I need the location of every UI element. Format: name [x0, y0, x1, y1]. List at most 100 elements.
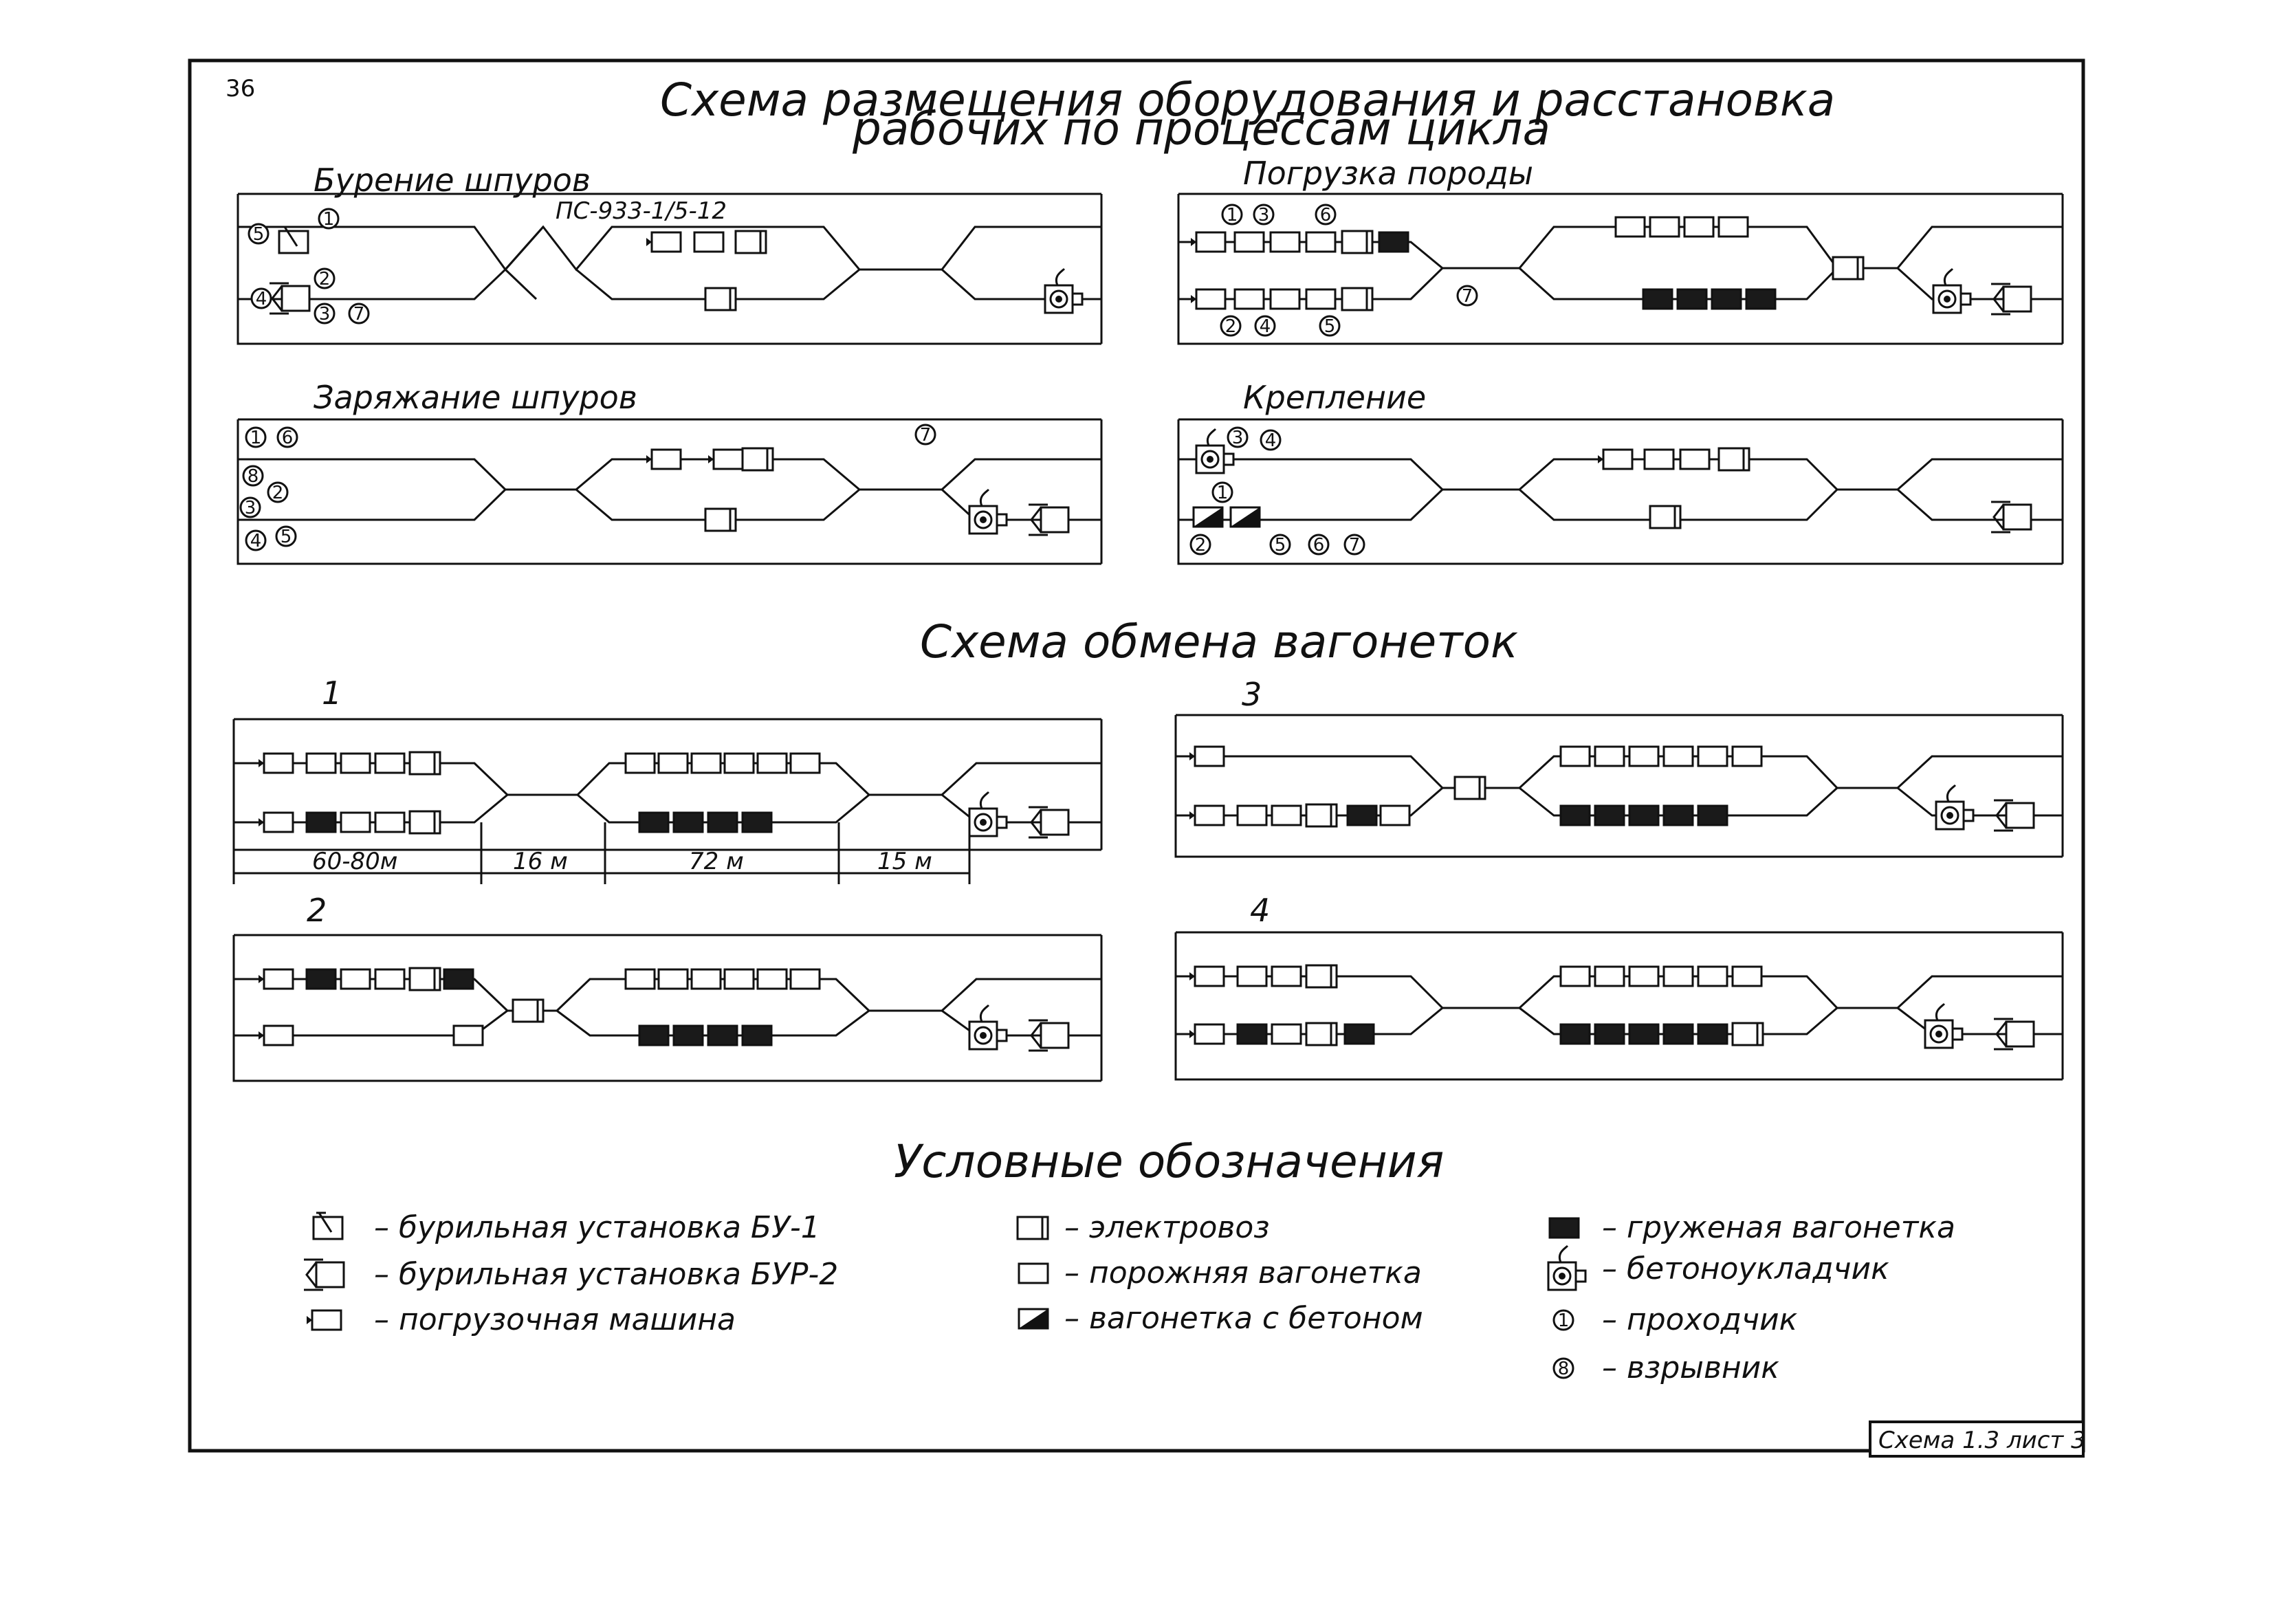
svg-text:6: 6 [1313, 535, 1325, 556]
worker-marker: 1 [318, 208, 340, 230]
panel-loading: Погрузка породы [1177, 155, 2064, 345]
worker-marker: 7 [1343, 534, 1365, 556]
svg-text:4: 4 [1260, 316, 1271, 337]
worker-marker: 4 [250, 287, 272, 309]
exchange-label-3: 3 [1242, 676, 1262, 713]
locomotive-icon [1016, 1216, 1049, 1240]
svg-text:2: 2 [272, 483, 284, 503]
svg-text:4: 4 [1265, 430, 1277, 451]
worker-marker: 3 [1227, 426, 1249, 448]
worker-marker: 2 [267, 481, 289, 503]
svg-text:2: 2 [1195, 535, 1207, 556]
dimension-label: 16 м [513, 848, 568, 875]
legend-item-loaded: – груженая вагонетка [1548, 1210, 1955, 1245]
bu1-icon [312, 1211, 344, 1240]
svg-text:1: 1 [250, 428, 262, 448]
worker-marker: 7 [348, 303, 370, 325]
main-title-line1: Схема размещения оборудования и расстано… [660, 74, 1835, 127]
main-title-line2: рабочих по процессам цикла [852, 102, 1550, 155]
legend-item-placer: – бетоноукладчик [1547, 1244, 1889, 1291]
legend-label: – погрузочная машина [374, 1302, 736, 1337]
worker-marker: 4 [245, 529, 267, 551]
worker-marker: 1 [1211, 481, 1233, 503]
worker-marker: 3 [239, 496, 261, 518]
svg-text:1: 1 [1217, 483, 1229, 503]
svg-text:3: 3 [319, 304, 331, 325]
svg-text:3: 3 [1232, 428, 1244, 448]
sheet-stamp: Схема 1.3 лист 3 [1869, 1420, 2086, 1458]
legend-item-loco: – электровоз [1016, 1210, 1270, 1245]
worker-marker: 6 [1308, 534, 1330, 556]
legend-label: – электровоз [1064, 1210, 1270, 1245]
panel-support: Крепление [1177, 379, 2064, 565]
worker-marker: 5 [1319, 315, 1341, 337]
exchange-label-4: 4 [1250, 892, 1270, 929]
loader-icon [305, 1309, 342, 1331]
svg-text:5: 5 [1275, 535, 1286, 556]
worker-marker: 1 [1221, 204, 1243, 226]
worker-marker: 2 [1189, 534, 1211, 556]
exchange-label-2: 2 [307, 892, 327, 929]
bur2-icon [303, 1258, 345, 1291]
svg-text:5: 5 [1324, 316, 1336, 337]
worker-marker: 4 [1260, 429, 1282, 451]
svg-text:7: 7 [1462, 286, 1473, 307]
worker-marker: 3 [314, 303, 336, 325]
worker-marker: 5 [275, 525, 297, 547]
legend-label: – взрывник [1602, 1350, 1779, 1385]
worker-marker: 6 [276, 426, 298, 448]
svg-text:6: 6 [1320, 205, 1332, 226]
svg-text:7: 7 [920, 425, 932, 446]
svg-text:6: 6 [282, 428, 294, 448]
legend-item-blaster: 8 – взрывник [1552, 1350, 1779, 1385]
exchange-diagram-2: 2 [232, 892, 1103, 1082]
svg-text:1: 1 [1227, 205, 1238, 226]
legend-label: – проходчик [1602, 1302, 1798, 1337]
svg-text:2: 2 [319, 269, 331, 289]
legend-item-bur2: – бурильная установка БУР-2 [303, 1257, 838, 1292]
svg-text:8: 8 [248, 466, 259, 487]
legend-label: – бетоноукладчик [1602, 1251, 1889, 1286]
section-title-drilling: Бурение шпуров [314, 162, 591, 199]
worker-marker: 4 [1254, 315, 1276, 337]
page-number: 36 [226, 75, 255, 102]
exchange-diagram-3: 3 [1174, 676, 2064, 858]
worker-marker: 7 [914, 424, 936, 446]
drill-model-label: ПС-933-1/5-12 [556, 197, 727, 225]
worker-marker: 8 [242, 465, 264, 487]
legend-label: – порожняя вагонетка [1064, 1255, 1422, 1291]
svg-text:1: 1 [1558, 1310, 1570, 1331]
empty-car-icon [1018, 1262, 1049, 1284]
worker-marker: 7 [1456, 285, 1478, 307]
legend-item-miner: 1 – проходчик [1552, 1302, 1798, 1337]
exchange-label-1: 1 [322, 674, 342, 712]
svg-text:2: 2 [1225, 316, 1237, 337]
legend-label: – вагонетка с бетоном [1064, 1301, 1423, 1336]
legend-item-empty: – порожняя вагонетка [1018, 1255, 1422, 1291]
legend-label: – бурильная установка БУ-1 [374, 1210, 820, 1245]
miner-icon [1552, 1309, 1574, 1331]
section-title-charging: Заряжание шпуров [314, 379, 637, 416]
legend-label: – бурильная установка БУР-2 [374, 1257, 838, 1292]
panel-drilling: Бурение шпуров ПС-933-1/5-12 [237, 162, 1103, 345]
worker-marker: 2 [314, 267, 336, 289]
worker-marker: 5 [1269, 534, 1291, 556]
svg-text:5: 5 [253, 224, 265, 245]
sheet-frame [188, 58, 2085, 1453]
worker-marker: 5 [248, 223, 270, 245]
legend-item-bu1: – бурильная установка БУ-1 [312, 1210, 820, 1245]
exchange-title: Схема обмена вагонеток [920, 615, 1518, 668]
panel-charging: Заряжание шпуров [237, 379, 1103, 565]
dimension-label: 72 м [689, 848, 744, 875]
worker-marker: 2 [1220, 315, 1242, 337]
legend-label: – груженая вагонетка [1602, 1210, 1955, 1245]
svg-text:3: 3 [245, 498, 256, 518]
blaster-icon [1552, 1357, 1574, 1379]
worker-marker: 6 [1315, 204, 1337, 226]
worker-marker: 3 [1253, 204, 1275, 226]
stamp-label: Схема 1.3 лист 3 [1878, 1427, 2086, 1454]
svg-text:5: 5 [281, 527, 292, 547]
svg-text:4: 4 [250, 531, 262, 551]
svg-text:7: 7 [1349, 535, 1361, 556]
